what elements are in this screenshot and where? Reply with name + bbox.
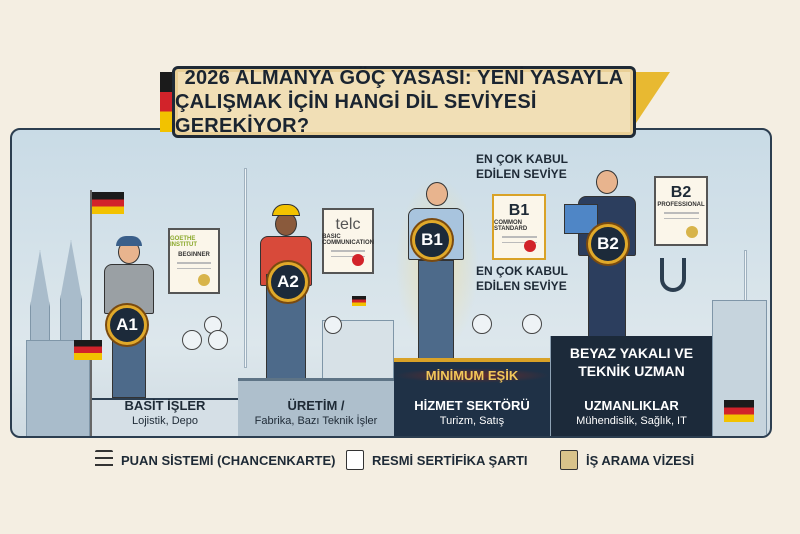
certificate-a1: GOETHE INSTITUT BEGINNER [168, 228, 220, 294]
legend-label: İŞ ARAMA VİZESİ [586, 452, 695, 468]
cert-level: B2 [670, 184, 692, 201]
step-b2: BEYAZ YAKALI VE TEKNİK UZMAN UZMANLIKLAR… [550, 336, 712, 436]
step-subtitle: Turizm, Satış [439, 415, 505, 427]
title-banner: 2026 ALMANYA GÖÇ YASASI: YENİ YASAYLA ÇA… [172, 66, 636, 138]
step-b1: MİNİMUM EŞİK HİZMET SEKTÖRÜ Turizm, Satı… [394, 358, 550, 436]
step-title: HİZMET SEKTÖRÜ [414, 398, 530, 413]
step-title: BASİT İŞLER [124, 398, 206, 413]
german-flag-icon [92, 192, 124, 214]
title-line-2: ÇALIŞMAK İÇİN HANGİ DİL SEVİYESİ GEREKİY… [175, 91, 537, 137]
legend-item-points: PUAN SİSTEMİ (CHANCENKARTE) [95, 450, 336, 470]
level-badge-b2: B2 [588, 224, 628, 264]
cert-level: B1 [508, 202, 530, 219]
german-flag-icon [352, 296, 366, 306]
legend-label: RESMİ SERTİFİKA ŞARTI [372, 452, 528, 468]
step-subtitle: Fabrika, Bazı Teknik İşler [254, 415, 378, 427]
level-badge-a2: A2 [268, 262, 308, 302]
minimum-threshold-label: MİNİMUM EŞİK [394, 368, 550, 383]
step-subtitle: Lojistik, Depo [131, 415, 199, 427]
german-flag-icon [724, 400, 754, 422]
cert-sub: COMMON STANDARD [494, 220, 528, 232]
money-hand-icon [522, 314, 542, 334]
stethoscope-icon [660, 258, 686, 292]
most-accepted-note-bottom: EN ÇOK KABUL EDİLEN SEVİYE [476, 264, 568, 293]
flagpole [90, 190, 92, 436]
step-title: ÜRETİM / [287, 398, 345, 413]
level-badge-b1: B1 [412, 220, 452, 260]
cert-issuer: GOETHE INSTITUT [170, 236, 197, 248]
cert-issuer: telc [335, 216, 361, 233]
gold-ribbon-right [630, 72, 670, 132]
briefcase-icon [472, 314, 492, 334]
cap-icon [116, 236, 142, 246]
legend-label: PUAN SİSTEMİ (CHANCENKARTE) [121, 452, 336, 468]
step-a2: ÜRETİM / Fabrika, Bazı Teknik İşler [238, 378, 394, 436]
step-title: UZMANLIKLAR [584, 398, 679, 413]
gear-icon [208, 330, 228, 350]
cert-level: BEGINNER [178, 252, 210, 258]
truck-icon [324, 316, 342, 334]
list-icon [95, 450, 113, 470]
step-subtitle: Mühendislik, Sağlık, IT [576, 415, 687, 427]
illustration-panel: BASİT İŞLER Lojistik, Depo ÜRETİM / Fabr… [10, 128, 772, 438]
blueprint-icon [564, 204, 598, 234]
most-accepted-note-top: EN ÇOK KABUL EDİLEN SEVİYE [476, 152, 568, 181]
title-line-1: 2026 ALMANYA GÖÇ YASASI: YENİ YASAYLA [184, 67, 624, 89]
certificate-a2: telc BASIC COMMUNICATION [322, 208, 374, 274]
legend-item-certificate: RESMİ SERTİFİKA ŞARTI [346, 450, 528, 470]
step-a1: BASİT İŞLER Lojistik, Depo [92, 398, 238, 436]
level-badge-a1: A1 [107, 305, 147, 345]
cert-sub: PROFESSIONAL [657, 202, 705, 208]
passport-icon [560, 450, 578, 470]
plane-icon [182, 330, 202, 350]
certificate-b1: B1 COMMON STANDARD [492, 194, 546, 260]
wind-turbine-icon [244, 168, 247, 368]
german-flag-icon [74, 340, 102, 360]
certificate-icon [346, 450, 364, 470]
white-collar-label: BEYAZ YAKALI VE TEKNİK UZMAN [569, 345, 694, 379]
cert-level: BASIC COMMUNICATION [322, 234, 374, 246]
certificate-b2: B2 PROFESSIONAL [654, 176, 708, 246]
hard-hat-icon [272, 204, 300, 216]
legend-item-visa: İŞ ARAMA VİZESİ [560, 450, 694, 470]
german-flag-strip-left [160, 72, 174, 132]
